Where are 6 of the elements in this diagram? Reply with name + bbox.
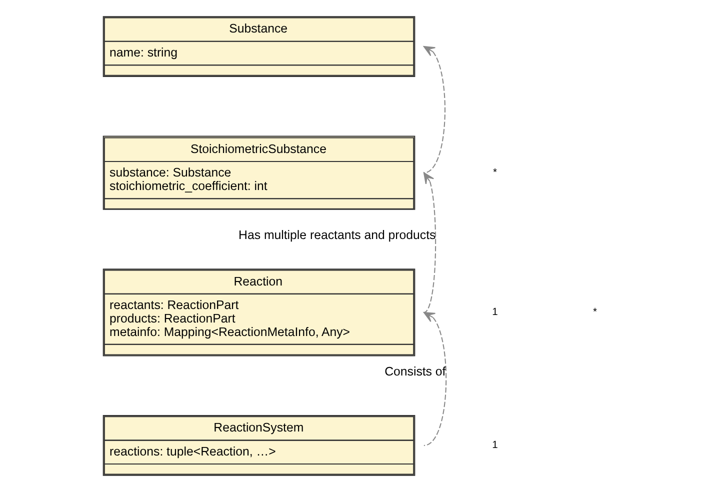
label: * — [492, 167, 497, 178]
edge-label: Consists of — [384, 364, 446, 378]
label: 1 — [492, 307, 498, 318]
edge-label: Has multiple reactants and products — [238, 228, 436, 242]
label: 1 — [492, 440, 498, 452]
label: * — [592, 307, 597, 318]
